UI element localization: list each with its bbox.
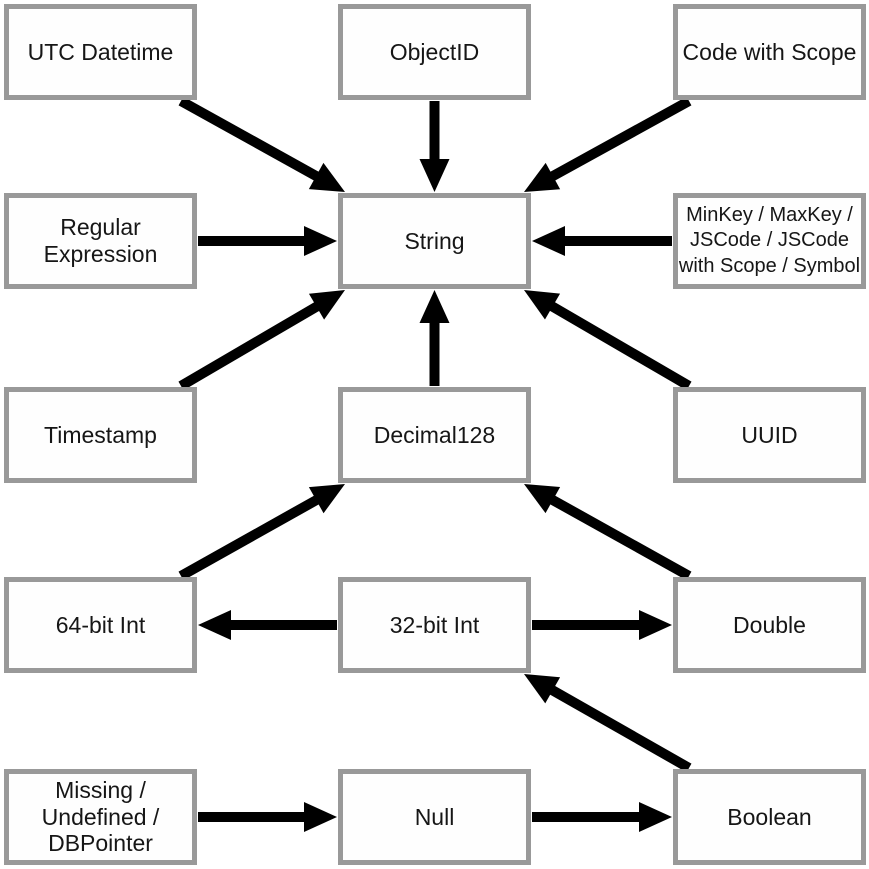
node-label: Timestamp [44, 421, 157, 448]
node-label: Code with Scope [682, 38, 857, 65]
node-label: Regular [60, 214, 141, 241]
node-label: DBPointer [48, 830, 153, 857]
node-null: Null [338, 769, 531, 865]
node-utc-datetime: UTC Datetime [4, 4, 197, 100]
node-uuid: UUID [673, 387, 866, 483]
node-label: Double [733, 611, 806, 638]
node-label: with Scope / Symbol [678, 254, 861, 277]
node-label: UUID [741, 421, 798, 448]
node-label: Null [414, 803, 455, 830]
node-label: Decimal128 [373, 421, 496, 448]
node-label: MinKey / MaxKey / [686, 203, 853, 226]
node-timestamp: Timestamp [4, 387, 197, 483]
node-label: Boolean [727, 803, 812, 830]
node-label: ObjectID [389, 38, 480, 65]
node-string: String [338, 193, 531, 289]
node-label: 32-bit Int [389, 611, 480, 638]
node-decimal128: Decimal128 [338, 387, 531, 483]
node-missing-group: Missing /Undefined /DBPointer [4, 769, 197, 865]
node-label: String [404, 227, 465, 254]
node-label: JSCode / JSCode [690, 229, 849, 252]
node-label: Missing / [55, 776, 146, 803]
node-double: Double [673, 577, 866, 673]
node-label: Undefined / [41, 803, 160, 830]
node-int32: 32-bit Int [338, 577, 531, 673]
node-label: 64-bit Int [55, 611, 146, 638]
node-objectid: ObjectID [338, 4, 531, 100]
node-code-with-scope: Code with Scope [673, 4, 866, 100]
node-boolean: Boolean [673, 769, 866, 865]
node-int64: 64-bit Int [4, 577, 197, 673]
node-label: Expression [43, 241, 158, 267]
node-label: UTC Datetime [27, 38, 174, 65]
